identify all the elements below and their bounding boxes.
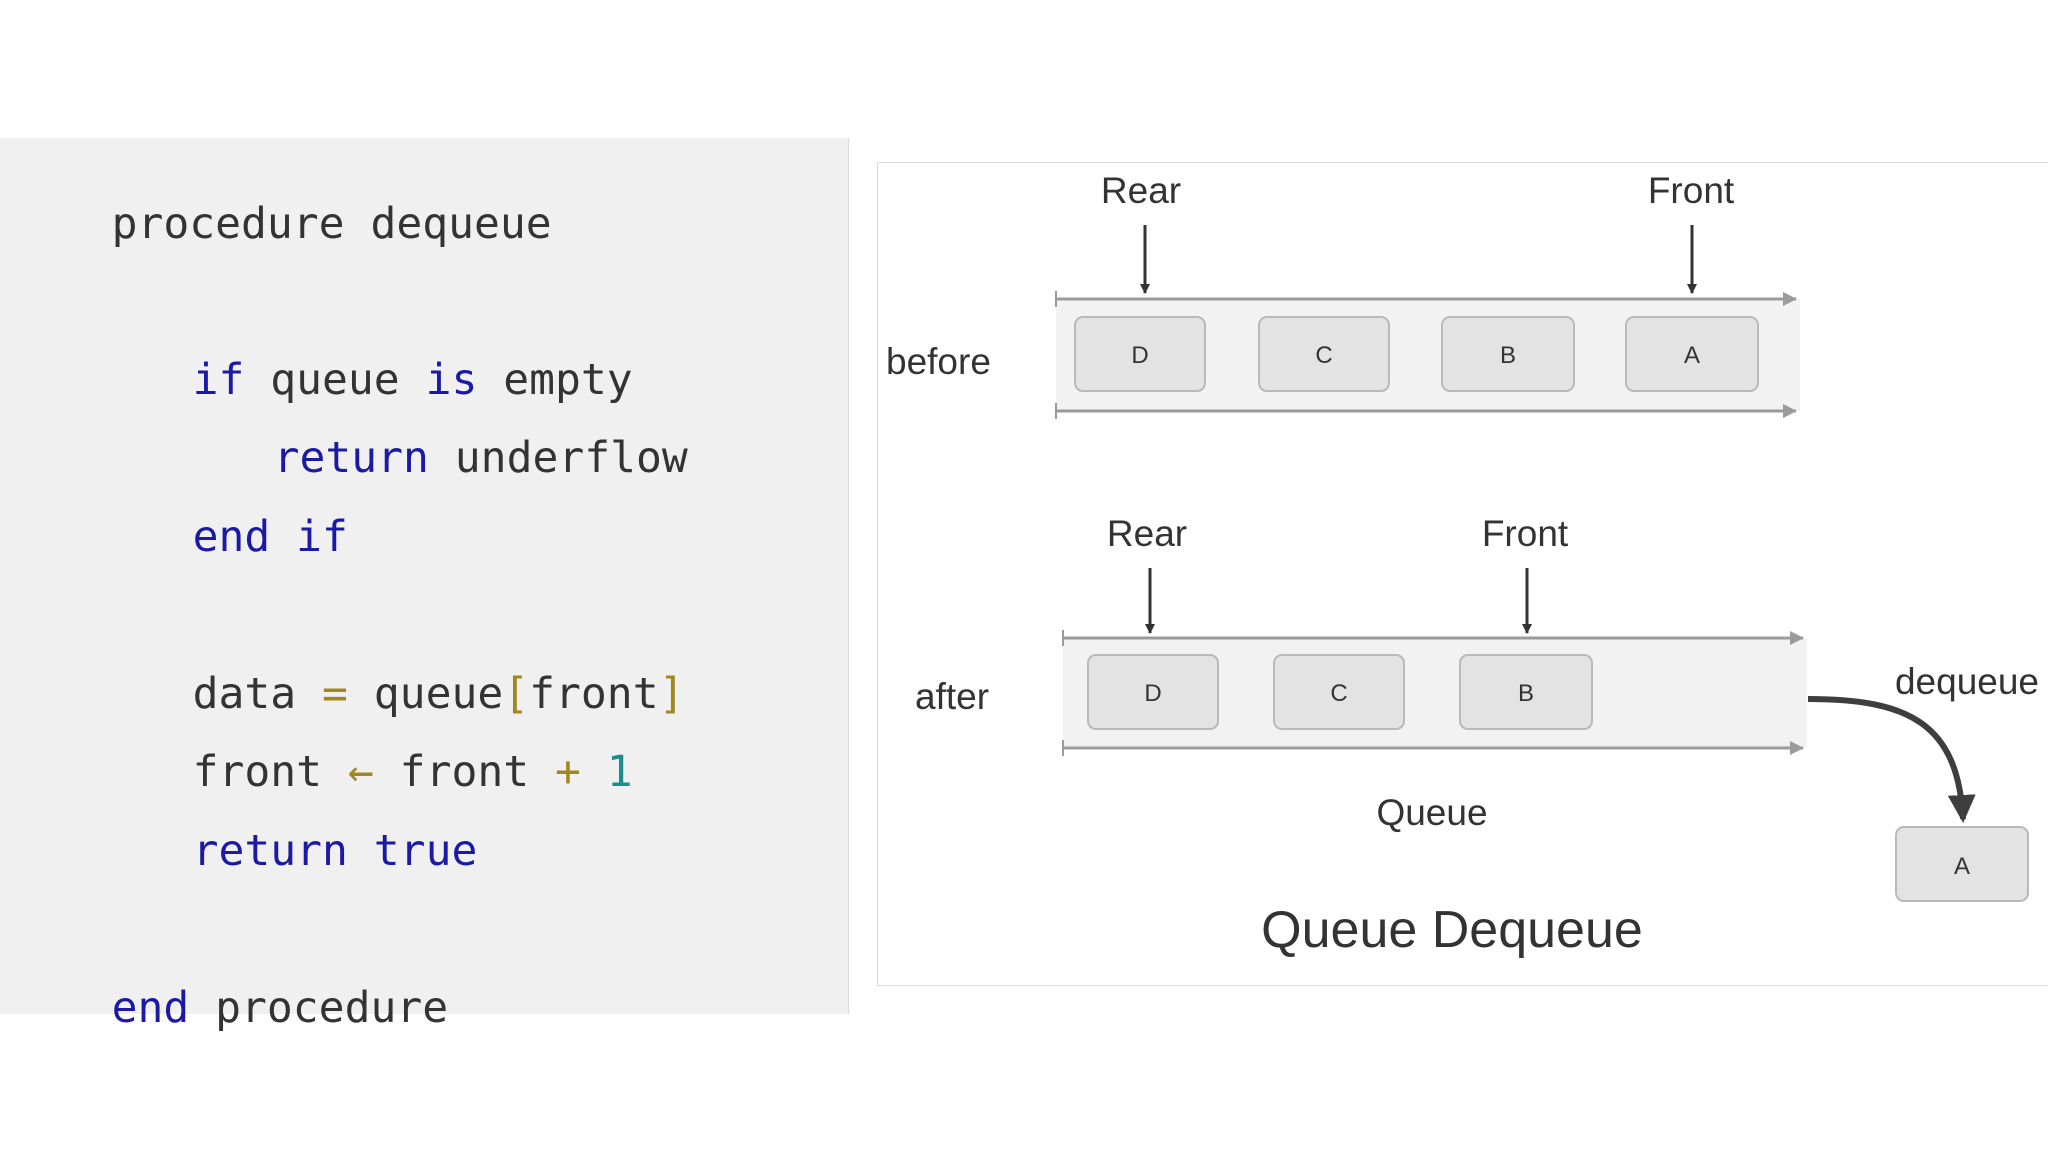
before-cell-c [1258, 316, 1390, 392]
code-token [345, 199, 371, 249]
code-token: + [555, 747, 581, 797]
code-token: dequeue [370, 199, 552, 249]
before-cell-d [1074, 316, 1206, 392]
code-token [348, 826, 374, 876]
code-token: data [192, 669, 323, 719]
code-token: [ [503, 669, 530, 719]
code-token: front [373, 747, 556, 797]
code-token: if [192, 355, 245, 405]
before-row-label: before [886, 341, 991, 382]
code-token: underflow [428, 433, 688, 483]
code-line-return-underflow: return underflow [170, 394, 688, 523]
code-line-return-true: return true [89, 787, 478, 916]
after-cell-b [1459, 654, 1593, 730]
before-cell-a-label: A [1684, 342, 1700, 369]
code-line-front-increment: front ← front + 1 [89, 708, 633, 837]
dequeue-operation: dequeue A [1807, 661, 2039, 902]
before-cell-a [1625, 316, 1759, 392]
before-rear-label: Rear [1101, 170, 1181, 211]
code-token: ] [658, 669, 685, 719]
dequeue-label: dequeue [1895, 661, 2039, 702]
code-token: procedure [111, 199, 345, 249]
removed-cell-a-label: A [1954, 853, 1970, 880]
code-token: empty [477, 355, 633, 405]
code-line-end-if: end if [89, 473, 348, 602]
code-token: ← [347, 747, 374, 797]
code-token: end [111, 983, 190, 1033]
code-token: queue [347, 669, 504, 719]
code-token [270, 512, 296, 562]
diagram-title: Queue Dequeue [1261, 901, 1643, 959]
after-cell-c [1273, 654, 1405, 730]
code-token [581, 747, 607, 797]
code-token: = [322, 669, 348, 719]
before-cell-c-label: C [1315, 342, 1332, 369]
code-token: true [373, 826, 478, 876]
after-cell-d [1087, 654, 1219, 730]
code-line-procedure: procedure dequeue [8, 160, 552, 289]
queue-label: Queue [1376, 792, 1487, 833]
after-cell-b-label: B [1518, 680, 1534, 707]
before-front-label: Front [1648, 170, 1735, 211]
code-token: 1 [606, 747, 633, 797]
code-token: return [192, 826, 348, 876]
before-cell-b-label: B [1500, 342, 1516, 369]
after-cell-d-label: D [1144, 680, 1161, 707]
after-row-label: after [915, 676, 989, 717]
code-token: front [529, 669, 659, 719]
before-cell-d-label: D [1131, 342, 1148, 369]
code-token: if [296, 512, 348, 562]
code-panel: procedure dequeue if queue is empty retu… [0, 138, 849, 1030]
after-cell-c-label: C [1330, 680, 1347, 707]
before-cell-b [1441, 316, 1575, 392]
code-token: end [192, 512, 271, 562]
before-queue: D C B A before Rear Front [886, 170, 1800, 419]
code-line-data-assign: data = queue[front] [89, 630, 685, 759]
removed-cell-a [1895, 826, 2029, 902]
code-token: is [425, 355, 478, 405]
queue-dequeue-diagram: D C B A before Rear Front D C B after Re… [877, 162, 2048, 986]
after-front-label: Front [1482, 513, 1569, 554]
code-token: queue [244, 355, 426, 405]
code-line-end-procedure: end procedure [8, 944, 449, 1073]
code-token: procedure [189, 983, 449, 1033]
diagram-svg: D C B A before Rear Front D C B after Re… [886, 170, 2039, 959]
code-token: front [192, 747, 348, 797]
after-queue: D C B after Rear Front Queue [915, 513, 1807, 833]
code-line-if: if queue is empty [89, 316, 633, 445]
code-token: return [273, 433, 429, 483]
after-rear-label: Rear [1107, 513, 1187, 554]
dequeue-arrow [1807, 696, 1976, 823]
